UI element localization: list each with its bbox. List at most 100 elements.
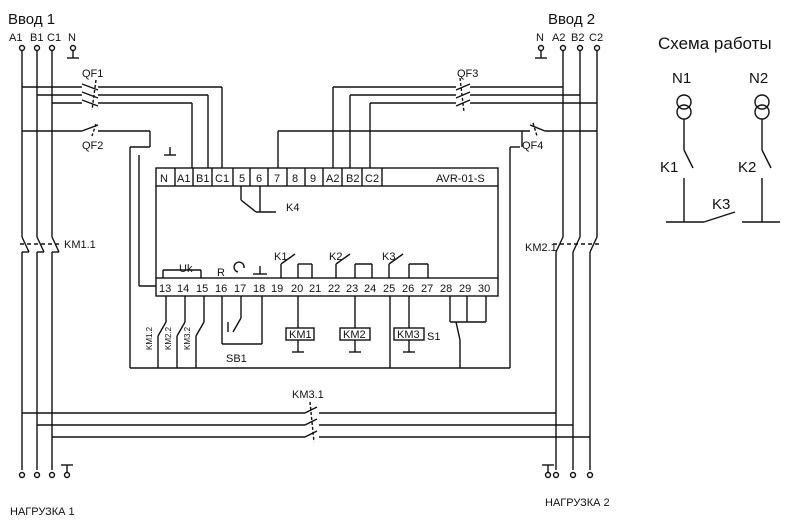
neutral-wires: [129, 131, 523, 369]
qf4-tap-lines: [277, 122, 597, 168]
svg-text:8: 8: [292, 173, 298, 185]
input2-phase-buses: [553, 51, 600, 470]
svg-text:C1: C1: [215, 173, 229, 185]
svg-text:7: 7: [274, 173, 280, 185]
svg-text:B2: B2: [571, 32, 584, 44]
qf3-tap-lines: [332, 77, 597, 168]
scheme-k3: K3: [712, 196, 730, 213]
svg-text:19: 19: [271, 283, 283, 295]
svg-text:21: 21: [309, 283, 321, 295]
load2-label: НАГРУЗКА 2: [545, 497, 610, 509]
svg-text:A2: A2: [552, 32, 565, 44]
k4-label: K4: [286, 202, 299, 214]
svg-text:9: 9: [310, 173, 316, 185]
scheme-n1: N1: [672, 70, 691, 87]
km11-label: KM1.1: [64, 239, 96, 251]
k4-contact: [240, 186, 276, 213]
aux-contacts: [157, 296, 263, 368]
svg-text:18: 18: [253, 283, 265, 295]
svg-text:A1: A1: [9, 32, 22, 44]
k1-contact: [280, 253, 313, 278]
svg-text:C1: C1: [47, 32, 61, 44]
svg-text:22: 22: [328, 283, 340, 295]
qf4-label: QF4: [522, 140, 543, 152]
coil-km2-label: KM2: [343, 329, 366, 341]
aux-km32-label: KM3.2: [183, 326, 192, 350]
input1-terminals: [18, 44, 79, 59]
input1-phase-buses: [20, 51, 60, 470]
avr-device: [155, 167, 499, 297]
svg-text:A2: A2: [326, 173, 339, 185]
svg-text:B1: B1: [30, 32, 43, 44]
scheme-n2: N2: [749, 70, 768, 87]
svg-text:23: 23: [346, 283, 358, 295]
scheme-k1: K1: [660, 159, 678, 176]
k3-tie-switch: [703, 211, 736, 223]
k1-label: K1: [274, 251, 287, 263]
input1-phase-labels: A1 B1 C1 N: [9, 32, 76, 44]
svg-text:C2: C2: [365, 173, 379, 185]
svg-text:24: 24: [364, 283, 376, 295]
svg-text:26: 26: [402, 283, 414, 295]
svg-text:B1: B1: [196, 173, 209, 185]
qf1-label: QF1: [82, 68, 103, 80]
k2-label: K2: [329, 251, 342, 263]
device-model: AVR-01-S: [436, 173, 485, 185]
svg-text:6: 6: [256, 173, 262, 185]
s1-switch: [389, 296, 487, 368]
scheme-title: Схема работы: [658, 34, 772, 53]
svg-text:30: 30: [478, 283, 490, 295]
svg-text:28: 28: [440, 283, 452, 295]
svg-text:14: 14: [177, 283, 189, 295]
bottom-terminal-row: 13 14 15 16 17 18 19 20 21 22 23 24 25 2…: [159, 283, 490, 295]
k2-contact: [335, 253, 373, 278]
svg-text:N: N: [160, 173, 168, 185]
svg-text:5: 5: [239, 173, 245, 185]
load2-terminals: [542, 464, 594, 479]
km31-label: KM3.1: [292, 389, 324, 401]
input2-title: Ввод 2: [548, 11, 595, 28]
ground-icon: [253, 266, 267, 275]
km31-bridge: [22, 401, 590, 443]
coil-km2: [339, 296, 371, 353]
svg-text:N: N: [536, 32, 544, 44]
qf3-label: QF3: [457, 68, 478, 80]
aux-km22-label: KM2.2: [164, 326, 173, 350]
svg-text:29: 29: [459, 283, 471, 295]
reset-icon: [233, 261, 245, 273]
qf2-tap-lines: [22, 123, 151, 147]
input2-terminals: [535, 44, 601, 59]
transformer-n1-icon: [666, 94, 704, 223]
uk-bracket: [162, 269, 202, 278]
svg-text:15: 15: [196, 283, 208, 295]
aux-km12-label: KM1.2: [145, 326, 154, 350]
coil-km3-label: KM3: [397, 329, 420, 341]
scheme-k2: K2: [738, 159, 756, 176]
coil-km3: [393, 296, 425, 353]
s1-label: S1: [427, 331, 440, 343]
qf1-tap-lines: [22, 79, 223, 168]
input1-title: Ввод 1: [8, 11, 55, 28]
svg-text:20: 20: [291, 283, 303, 295]
svg-text:B2: B2: [346, 173, 359, 185]
k3-label: K3: [382, 251, 395, 263]
svg-text:17: 17: [234, 283, 246, 295]
svg-text:27: 27: [421, 283, 433, 295]
coil-km1: [285, 296, 315, 353]
km21-label: KM2.1: [525, 242, 557, 254]
svg-text:16: 16: [215, 283, 227, 295]
svg-text:25: 25: [383, 283, 395, 295]
coil-km1-label: KM1: [289, 329, 312, 341]
svg-text:A1: A1: [177, 173, 190, 185]
transformer-n2-icon: [742, 94, 780, 223]
svg-text:N: N: [68, 32, 76, 44]
svg-text:13: 13: [159, 283, 171, 295]
load1-label: НАГРУЗКА 1: [10, 506, 75, 518]
r-label: R: [217, 267, 225, 279]
top-terminal-row: N A1 B1 C1 5 6 7 8 9 A2 B2 C2: [160, 168, 383, 186]
input2-phase-labels: N A2 B2 C2: [536, 32, 603, 44]
uk-label: Uk: [179, 263, 193, 275]
qf2-label: QF2: [82, 140, 103, 152]
